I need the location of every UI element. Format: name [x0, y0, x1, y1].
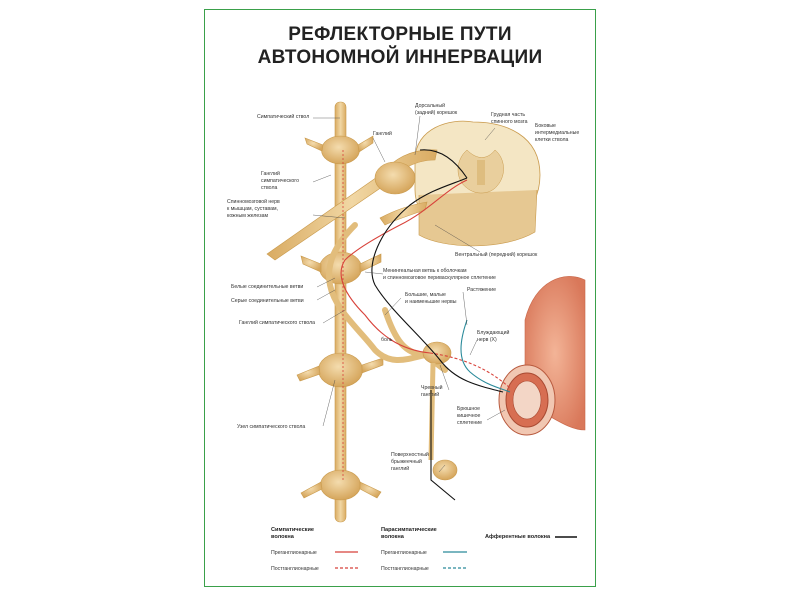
intestine	[498, 276, 586, 436]
label-mesenteric-3: ганглий	[391, 465, 409, 472]
label-mesenteric-2: брыжеечный	[391, 458, 422, 465]
parasympathetic-pathway	[460, 319, 511, 393]
label-ventral-root: Вентральный (передний) корешок	[455, 251, 538, 258]
legend-sympathetic-title-1: Симпатические	[271, 527, 314, 533]
label-ganglion: Ганглий	[373, 130, 392, 137]
label-vagus-1: Блуждающий	[477, 329, 509, 336]
label-vagus-2: нерв (X)	[477, 337, 497, 343]
label-mesenteric-1: Поверхностный	[391, 451, 429, 458]
legend-sympathetic-pre: Преганглионарные	[271, 550, 317, 556]
label-dorsal-root-2: (задний) корешок	[415, 109, 458, 116]
label-stretch: Растяжение	[467, 287, 496, 293]
legend-parasympathetic-title-1: Парасимпатические	[381, 527, 437, 533]
diagram-labels: Симпатический ствол Ганглий Дорсальный (…	[227, 102, 579, 472]
legend-sympathetic-post: Постганглионарные	[271, 566, 319, 572]
label-trunk-ganglion-2: симпатического	[261, 178, 299, 184]
anatomy-diagram: Симпатический ствол Ганглий Дорсальный (…	[227, 101, 586, 572]
label-trunk-node: Узел симпатического ствола	[237, 424, 305, 430]
label-celiac-2: ганглий	[421, 391, 439, 398]
label-thoracic-cord-2: спинного мозга	[491, 119, 528, 125]
label-lateral-cells-3: клетки ствола	[535, 137, 569, 143]
legend-afferent-title: Афферентные волокна	[485, 533, 551, 540]
poster-title-line-2: АВТОНОМНОЙ ИННЕРВАЦИИ	[257, 47, 543, 68]
label-trunk-ganglion-1: Ганглий	[261, 170, 280, 177]
label-pain: боль	[381, 337, 393, 343]
label-plexus-2: кишечное	[457, 413, 480, 419]
label-meningeal-2: и спинномозговое периваскулярное сплетен…	[383, 275, 496, 281]
label-gray-rami: Серые соединительные ветви	[231, 298, 304, 304]
celiac-ganglion	[422, 341, 452, 365]
label-trunk-ganglion-3: ствола	[261, 185, 277, 191]
label-spinal-nerve-1: Спинномозговой нерв	[227, 198, 280, 205]
label-lateral-cells-1: Боковые	[535, 123, 556, 129]
poster-title-line-1: РЕФЛЕКТОРНЫЕ ПУТИ	[288, 24, 512, 45]
label-white-rami: Белые соединительные ветви	[231, 284, 303, 290]
poster-frame: РЕФЛЕКТОРНЫЕ ПУТИ АВТОНОМНОЙ ИННЕРВАЦИИ	[204, 9, 596, 587]
label-plexus-1: Брюшное	[457, 406, 480, 412]
label-plexus-3: сплетение	[457, 420, 482, 426]
label-splanchnic-1: Большие, малые	[405, 292, 446, 298]
label-trunk-ganglion-b: Ганглий симпатического ствола	[239, 319, 315, 326]
leader-lines	[312, 115, 506, 473]
sympathetic-pathway	[340, 150, 511, 480]
label-thoracic-cord-1: Грудная часть	[491, 112, 525, 118]
label-meningeal-1: Менингеальная ветвь к оболочкам	[383, 268, 467, 274]
label-dorsal-root-1: Дорсальный	[415, 102, 445, 109]
label-lateral-cells-2: интермедиальные	[535, 130, 579, 136]
dorsal-root-ganglion	[374, 161, 416, 195]
trunk-ganglia	[296, 135, 384, 501]
mesenteric-ganglion	[432, 459, 458, 481]
legend: Симпатические волокна Преганглионарные П…	[271, 527, 577, 572]
afferent-pathway	[371, 149, 504, 501]
label-splanchnic-2: и наименьшие нервы	[405, 299, 457, 305]
label-sympathetic-trunk: Симпатический ствол	[257, 113, 309, 120]
legend-parasympathetic-pre: Преганглионарные	[381, 550, 427, 556]
legend-sympathetic-title-2: волокна	[271, 534, 295, 540]
label-spinal-nerve-3: кожным железам	[227, 213, 268, 219]
spinal-nerve	[266, 149, 438, 261]
legend-parasympathetic-post: Постганглионарные	[381, 566, 429, 572]
label-spinal-nerve-2: к мышцам, суставам,	[227, 206, 278, 212]
label-celiac-1: Чревный	[421, 384, 443, 391]
legend-parasympathetic-title-2: волокна	[381, 534, 405, 540]
spinal-cord-section	[414, 120, 541, 247]
